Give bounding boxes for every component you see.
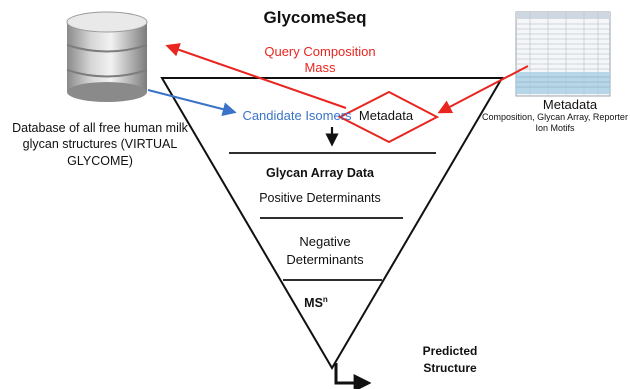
query-arrow-icon bbox=[165, 43, 347, 109]
glycan-array-title: Glycan Array Data bbox=[266, 166, 374, 180]
predicted-structure-line1: Predicted bbox=[422, 344, 478, 358]
diagram-title: GlycomeSeq bbox=[263, 8, 367, 27]
output-arrow-icon bbox=[334, 363, 372, 389]
metadata-thumbnail-title: Metadata bbox=[542, 97, 598, 112]
query-label-line2: Mass bbox=[304, 60, 336, 75]
predicted-structure-line2: Structure bbox=[423, 361, 477, 375]
funnel-outline bbox=[160, 77, 504, 370]
metadata-thumbnail-subtitle: Composition, Glycan Array, Reporter Ion … bbox=[482, 112, 628, 134]
msn-superscript: n bbox=[322, 295, 328, 304]
database-label: Database of all free human milk glycan s… bbox=[12, 121, 188, 168]
msn-label: MSn bbox=[296, 295, 336, 311]
negative-determinants-line1: Negative bbox=[299, 234, 351, 249]
metadata-diamond-label: Metadata bbox=[358, 108, 414, 123]
query-label-line1: Query Composition bbox=[264, 44, 376, 59]
positive-determinants-label: Positive Determinants bbox=[259, 191, 381, 205]
metadata-spreadsheet-thumbnail bbox=[515, 11, 611, 97]
candidate-isomers-label: Candidate Isomers bbox=[242, 108, 352, 123]
metadata-diamond bbox=[337, 90, 440, 144]
candidate-arrow-icon bbox=[147, 89, 237, 117]
msn-base: MS bbox=[304, 296, 323, 311]
metadata-input-arrow-icon bbox=[437, 65, 529, 114]
negative-determinants-line2: Determinants bbox=[286, 252, 364, 267]
database-icon bbox=[66, 11, 148, 102]
